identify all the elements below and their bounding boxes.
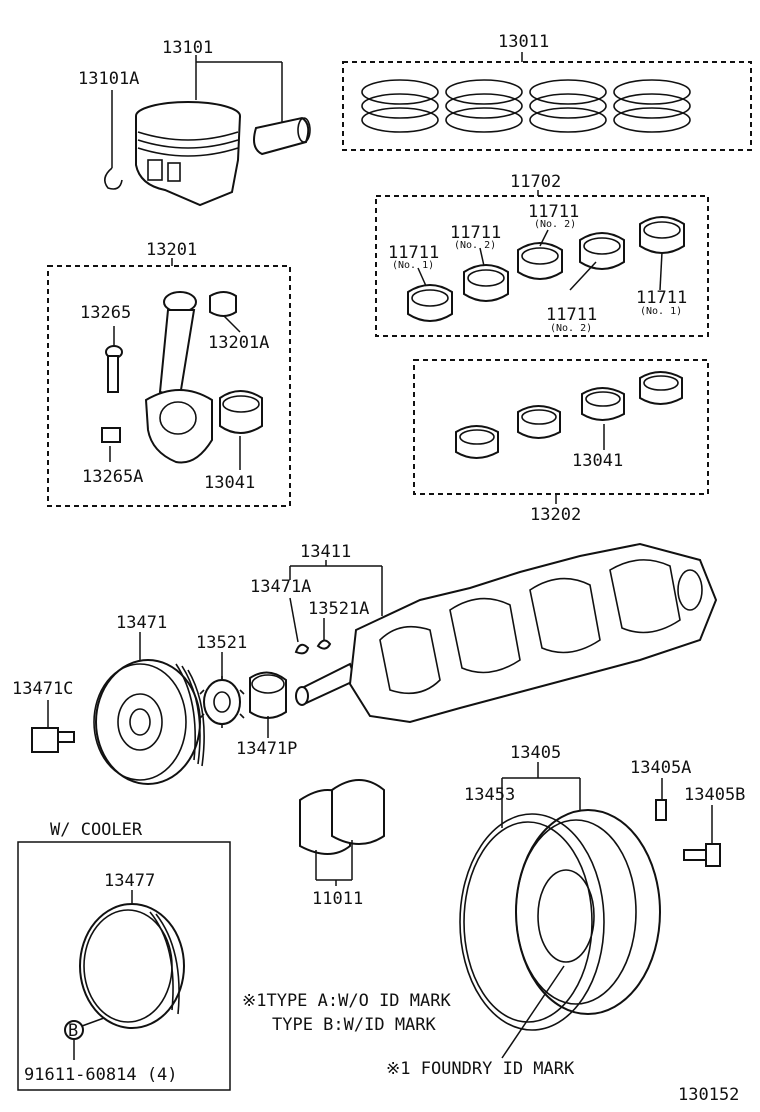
crankshaft xyxy=(294,542,718,724)
pulley-bolt xyxy=(31,700,75,753)
thrust-washers xyxy=(299,779,385,886)
label-13011: 13011 xyxy=(498,32,549,52)
label-13101A: 13101A xyxy=(78,69,139,89)
label-91611-60814: 91611-60814 (4) xyxy=(24,1065,178,1085)
main-bearing-set xyxy=(407,216,685,322)
label-13265: 13265 xyxy=(80,303,131,323)
note-11711-no2-a: (No. 2) xyxy=(454,240,496,251)
label-13265A: 13265A xyxy=(82,467,143,487)
label-b-marker: B xyxy=(68,1021,78,1041)
rod-bearing-set xyxy=(455,371,683,459)
label-13405B: 13405B xyxy=(684,785,745,805)
label-13521A: 13521A xyxy=(308,599,369,619)
label-13041-rod: 13041 xyxy=(204,473,255,493)
note-11711-no1-left: (No. 1) xyxy=(392,260,434,271)
note-11711-no1-right: (No. 1) xyxy=(640,306,682,317)
label-11711-no2-c: 11711 xyxy=(546,305,597,325)
label-13202: 13202 xyxy=(530,505,581,525)
note-11711-no2-b: (No. 2) xyxy=(534,219,576,230)
label-11711-no2-b: 11711 xyxy=(528,202,579,222)
note-11711-no2-c: (No. 2) xyxy=(550,323,592,334)
label-13411: 13411 xyxy=(300,542,351,562)
label-w-cooler: W/ COOLER xyxy=(50,820,143,840)
label-11702: 11702 xyxy=(510,172,561,192)
label-13471: 13471 xyxy=(116,613,167,633)
label-13471P: 13471P xyxy=(236,739,297,759)
label-13405A: 13405A xyxy=(630,758,691,778)
connecting-rod xyxy=(101,291,263,470)
flywheel-pin xyxy=(655,799,667,821)
crankshaft-pulley xyxy=(93,659,205,785)
label-13521: 13521 xyxy=(196,633,247,653)
piston-ring-set-box xyxy=(342,61,752,151)
flywheel xyxy=(459,809,661,1031)
label-13471A: 13471A xyxy=(250,577,311,597)
label-13201: 13201 xyxy=(146,240,197,260)
flywheel-bolt xyxy=(683,843,721,867)
cooler-pulley xyxy=(79,903,185,1029)
label-13477: 13477 xyxy=(104,871,155,891)
piston-ring-set xyxy=(361,79,691,133)
label-13453: 13453 xyxy=(464,785,515,805)
label-13201A: 13201A xyxy=(208,333,269,353)
connecting-rod-set-box xyxy=(47,265,291,507)
label-11711-no1-left: 11711 xyxy=(388,243,439,263)
note-foundry-id-mark: ※1 FOUNDRY ID MARK xyxy=(386,1059,575,1079)
note-type-b: TYPE B:W/ID MARK xyxy=(272,1015,437,1035)
main-bearing-set-box xyxy=(375,195,709,337)
label-11711-no2-a: 11711 xyxy=(450,223,501,243)
label-13405: 13405 xyxy=(510,743,561,763)
label-13101: 13101 xyxy=(162,38,213,58)
timing-gear xyxy=(199,676,245,728)
piston-assembly xyxy=(104,55,311,207)
note-type-a: ※1TYPE A:W/O ID MARK xyxy=(242,991,451,1011)
diagram-id: 130152 xyxy=(678,1085,739,1105)
crank-sleeve xyxy=(249,671,287,738)
w-cooler-box xyxy=(17,841,231,1091)
label-13041-bearing: 13041 xyxy=(572,451,623,471)
rod-bearing-set-box xyxy=(413,359,709,495)
label-11711-no1-right: 11711 xyxy=(636,288,687,308)
label-13471C: 13471C xyxy=(12,679,73,699)
label-11011: 11011 xyxy=(312,889,363,909)
